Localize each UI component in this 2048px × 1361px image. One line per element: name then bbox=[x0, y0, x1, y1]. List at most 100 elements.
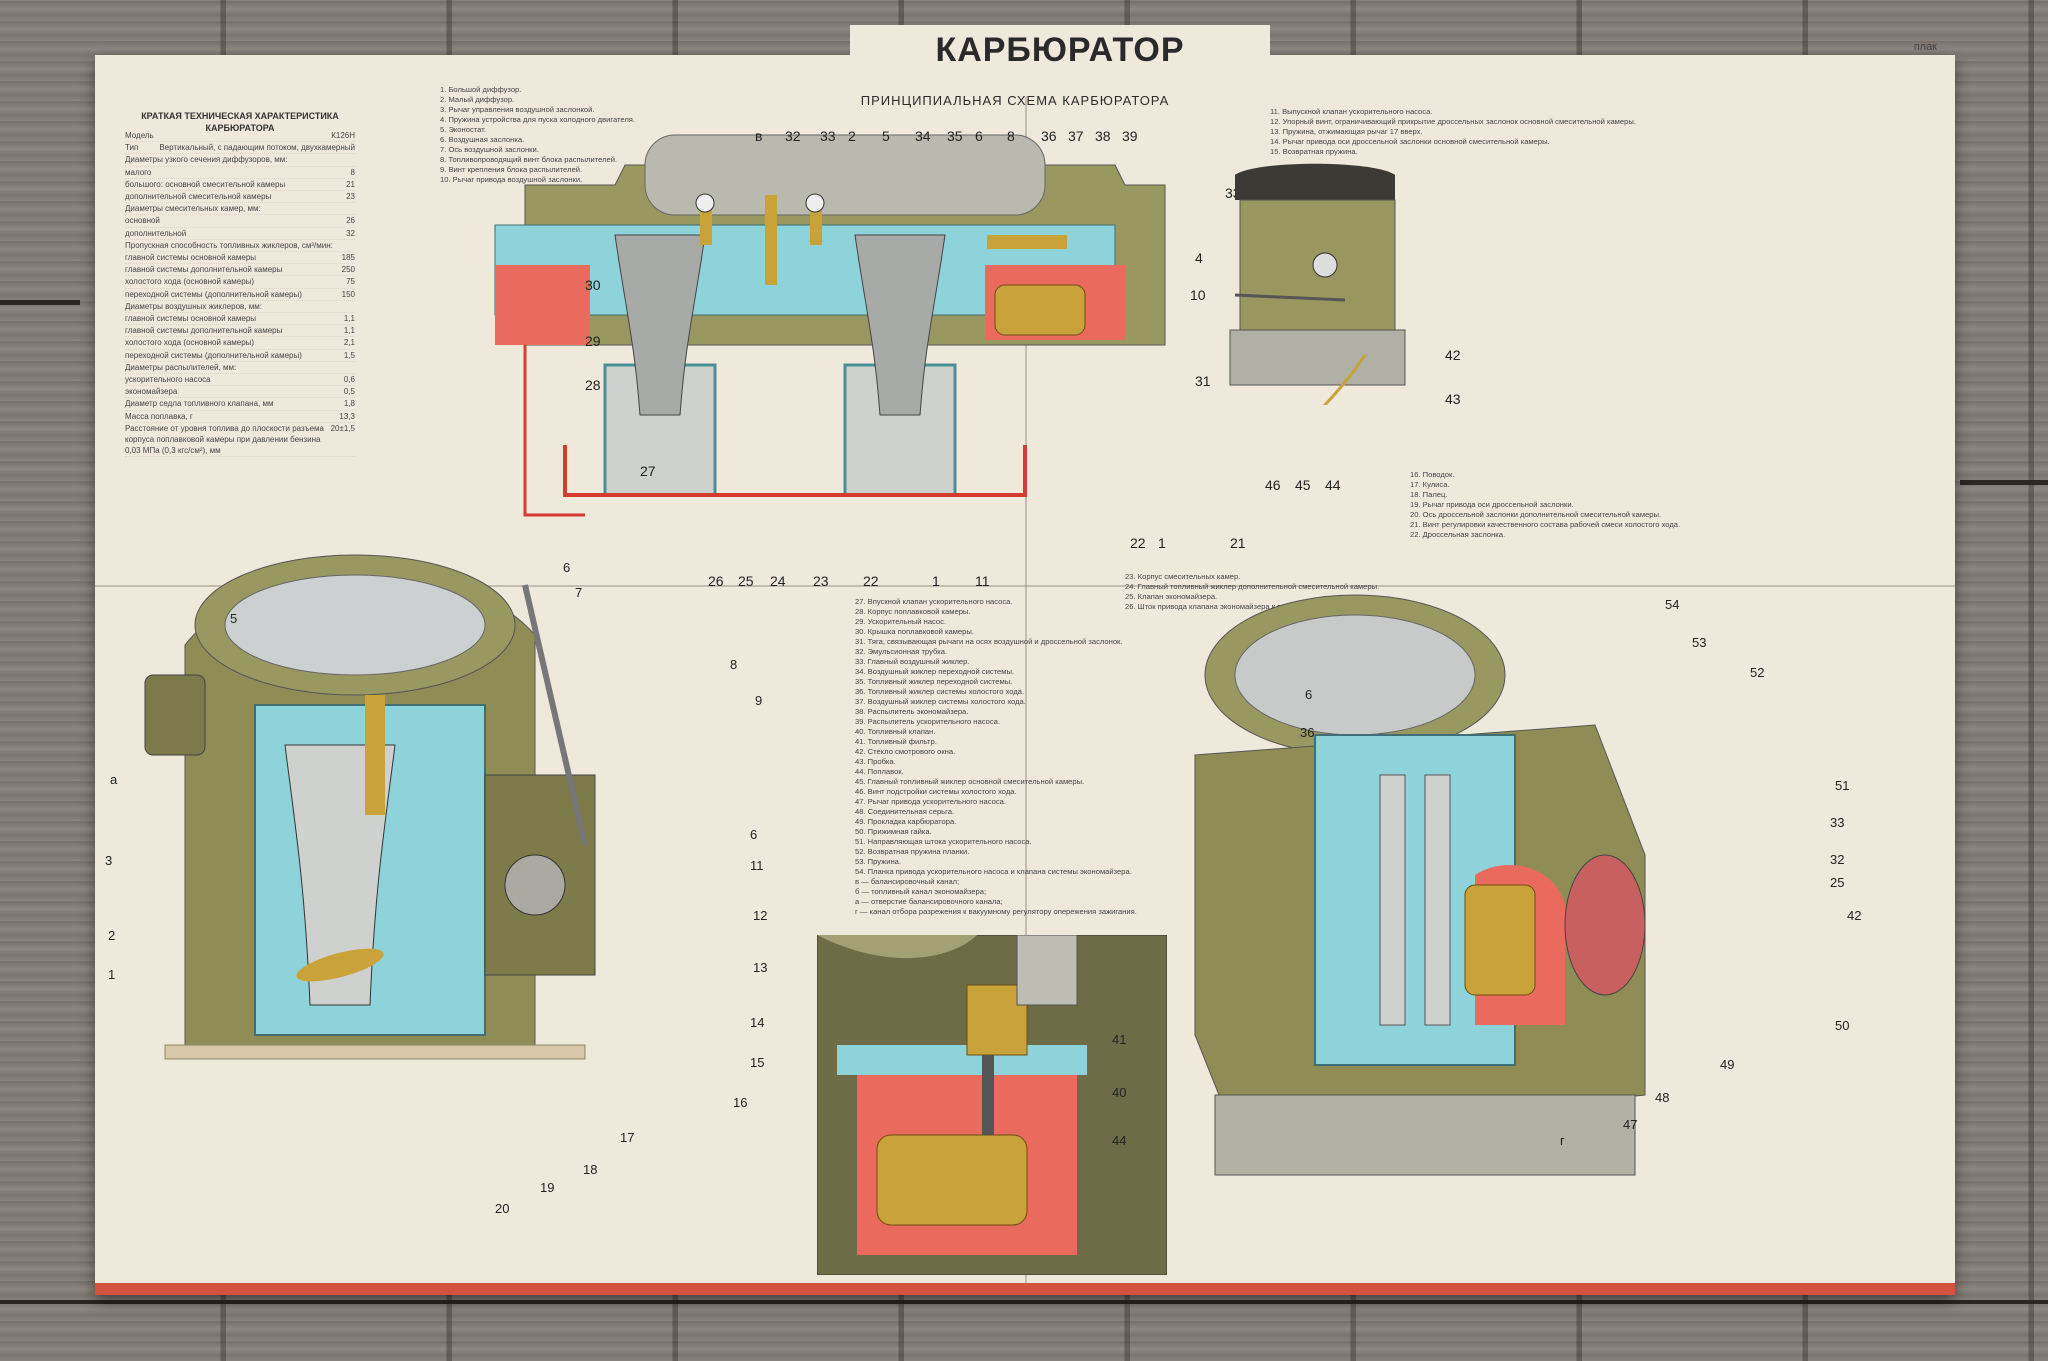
right-view-label: 47 bbox=[1623, 1117, 1638, 1132]
scheme-label: 2 bbox=[848, 128, 856, 144]
spec-row: Диаметры смесительных камер, мм: bbox=[125, 203, 355, 216]
choke-linkage-inset bbox=[1229, 163, 1406, 405]
legend-parts-11-15: 11. Выпускной клапан ускорительного насо… bbox=[1270, 107, 1636, 156]
left-view-label: 15 bbox=[750, 1055, 765, 1070]
scheme-label: 37 bbox=[1068, 128, 1084, 144]
right-view-label: 52 bbox=[1750, 665, 1765, 680]
float-chamber-inset bbox=[817, 935, 1167, 1275]
right-view-label: 51 bbox=[1835, 778, 1850, 793]
scheme-label: 38 bbox=[1095, 128, 1111, 144]
fold-line bbox=[95, 585, 1955, 587]
scheme-label: 8 bbox=[1007, 128, 1015, 144]
scheme-label: 29 bbox=[585, 333, 601, 349]
right-view-label: 33 bbox=[1830, 815, 1845, 830]
center-inset-label: 41 bbox=[1112, 1032, 1127, 1047]
scheme-label: 39 bbox=[1122, 128, 1138, 144]
scheme-label: 25 bbox=[738, 573, 754, 589]
scheme-label: 32 bbox=[785, 128, 801, 144]
left-view-label: 16 bbox=[733, 1095, 748, 1110]
scheme-label: 22 bbox=[863, 573, 879, 589]
left-view-label: 6 bbox=[750, 827, 758, 842]
center-inset-label: 40 bbox=[1112, 1085, 1127, 1100]
legend-parts-27-54: 27. Впускной клапан ускорительного насос… bbox=[855, 597, 1137, 916]
left-view-label: 20 bbox=[495, 1201, 510, 1216]
scheme-label: 35 bbox=[947, 128, 963, 144]
scheme-label: 11 bbox=[975, 573, 990, 589]
plank-gap bbox=[0, 1300, 2048, 1304]
scheme-label: 23 bbox=[813, 573, 829, 589]
scheme-label: 36 bbox=[1041, 128, 1057, 144]
right-view-label: 32 bbox=[1830, 852, 1845, 867]
left-view-label: 13 bbox=[753, 960, 768, 975]
scheme-label: 26 bbox=[708, 573, 724, 589]
legend-parts-16-22: 16. Поводок.17. Кулиса.18. Палец.19. Рыч… bbox=[1410, 470, 1681, 539]
fold-line bbox=[1025, 55, 1027, 1295]
scheme-label: 27 bbox=[640, 463, 656, 479]
scheme-subtitle: ПРИНЦИПИАЛЬНАЯ СХЕМА КАРБЮРАТОРА bbox=[860, 93, 1170, 108]
left-view-label: 12 bbox=[753, 908, 768, 923]
legend-parts-23-26: 23. Корпус смесительных камер.24. Главны… bbox=[1125, 572, 1392, 611]
spec-row: Пропускная способность топливных жиклеро… bbox=[125, 240, 355, 253]
right-view-label: 53 bbox=[1692, 635, 1707, 650]
scheme-label: 28 bbox=[585, 377, 601, 393]
left-view-label: 6 bbox=[563, 560, 571, 575]
spec-heading: КРАТКАЯ ТЕХНИЧЕСКАЯ ХАРАКТЕРИСТИКА КАРБЮ… bbox=[141, 111, 339, 133]
right-view-label: 48 bbox=[1655, 1090, 1670, 1105]
poster-bottom-edge bbox=[95, 1283, 1955, 1295]
inset-label: 31 bbox=[1195, 373, 1211, 389]
spec-row: холостого хода (основной камеры)75 bbox=[125, 276, 355, 289]
corner-mark: плак bbox=[1913, 41, 1937, 53]
scheme-label: 33 bbox=[820, 128, 836, 144]
left-view-label: 5 bbox=[230, 611, 238, 626]
right-view-label: г bbox=[1560, 1133, 1565, 1148]
scheme-label: 1 bbox=[932, 573, 940, 589]
left-view-label: 14 bbox=[750, 1015, 765, 1030]
left-view-label: а bbox=[110, 772, 118, 787]
scheme-label: в bbox=[755, 128, 763, 144]
spec-row: Диаметры распылителей, мм: bbox=[125, 362, 355, 375]
spec-row: Расстояние от уровня топлива до плоскост… bbox=[125, 423, 355, 458]
left-view-label: 2 bbox=[108, 928, 116, 943]
scheme-label: 5 bbox=[882, 128, 890, 144]
scheme-label: 6 bbox=[975, 128, 983, 144]
scheme-label: 30 bbox=[585, 277, 601, 293]
scheme-label: 24 bbox=[770, 573, 786, 589]
scheme-label: 44 bbox=[1325, 477, 1341, 493]
spec-row: Диаметры воздушных жиклеров, мм: bbox=[125, 301, 355, 314]
spec-row: переходной системы (дополнительной камер… bbox=[125, 289, 355, 301]
right-view-label: 50 bbox=[1835, 1018, 1850, 1033]
inset-label: 10 bbox=[1190, 287, 1206, 303]
right-view-label: 36 bbox=[1300, 725, 1315, 740]
left-view-label: 8 bbox=[730, 657, 738, 672]
spec-row: переходной системы (дополнительной камер… bbox=[125, 350, 355, 362]
left-view-label: 7 bbox=[575, 585, 583, 600]
spec-row: холостого хода (основной камеры)2,1 bbox=[125, 337, 355, 350]
carburetor-scheme-diagram bbox=[494, 134, 1166, 517]
spec-row: Диаметры узкого сечения диффузоров, мм: bbox=[125, 154, 355, 167]
scheme-label: 34 bbox=[915, 128, 931, 144]
right-view-label: 54 bbox=[1665, 597, 1680, 612]
scheme-label: 1 bbox=[1158, 535, 1166, 551]
left-view-label: 19 bbox=[540, 1180, 555, 1195]
right-view-label: 42 bbox=[1847, 908, 1862, 923]
legend-parts-1-10: 1. Большой диффузор.2. Малый диффузор.3.… bbox=[440, 85, 636, 184]
scheme-label: 46 bbox=[1265, 477, 1281, 493]
left-view-label: 11 bbox=[750, 858, 764, 873]
right-view-label: 49 bbox=[1720, 1057, 1735, 1072]
plank-gap bbox=[0, 300, 80, 305]
inset-label: 4 bbox=[1195, 250, 1203, 266]
carburetor-right-cutaway-view bbox=[1194, 594, 1646, 1176]
